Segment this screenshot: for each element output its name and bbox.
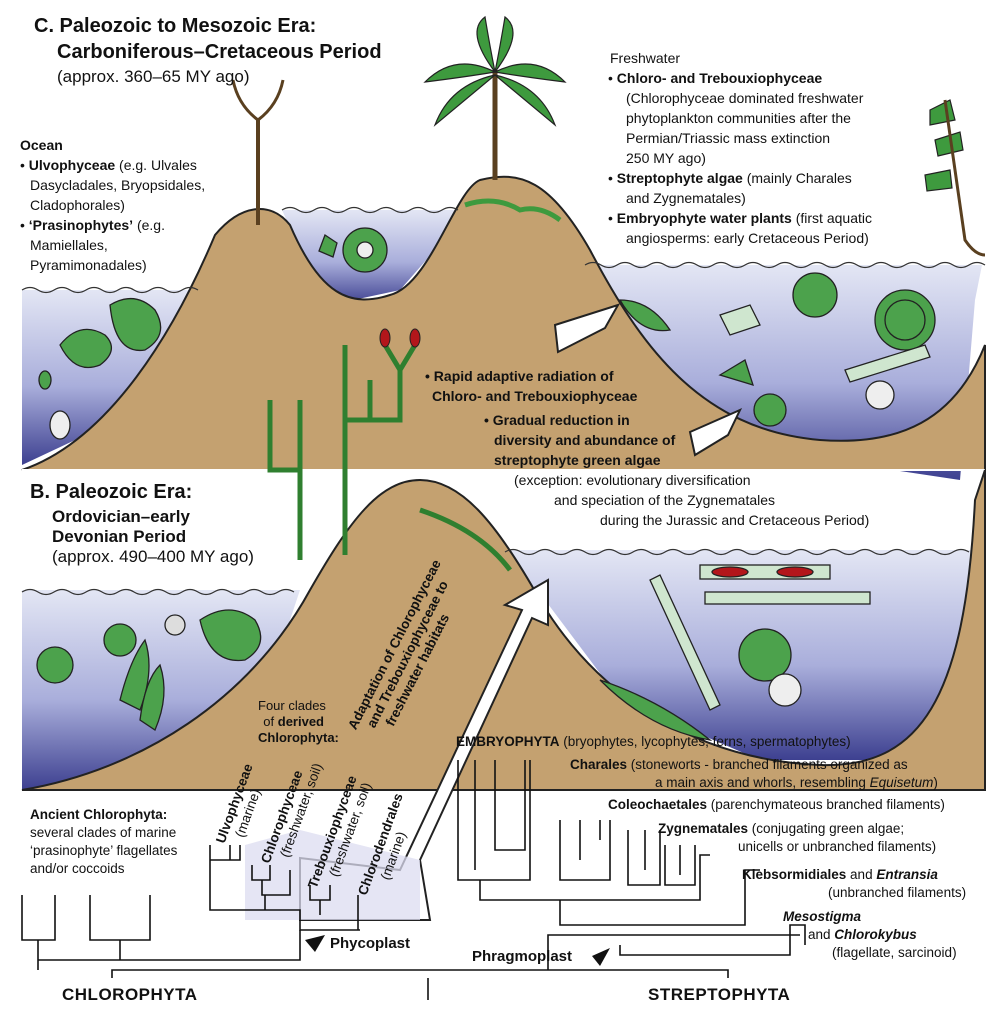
mesostigma-label: Mesostigma: [783, 909, 862, 924]
ocean-item-1-line-3: Cladophorales): [30, 197, 125, 213]
klebsormidiales-label: Klebsormidiales and Entransia: [742, 867, 938, 882]
freshwater-item-2: • Streptophyte algae (mainly Charales: [608, 170, 852, 186]
panel-c-period: Carboniferous–Cretaceous Period: [57, 41, 382, 63]
ocean-item-1: • Ulvophyceae (e.g. Ulvales: [20, 157, 197, 173]
panel-b-age: (approx. 490–400 MY ago): [52, 547, 254, 566]
ocean-item-2-line-2: Mamiellales,: [30, 237, 108, 253]
reduction-text-line-2: diversity and abundance of: [494, 432, 676, 448]
freshwater-item-2-line-2: and Zygnematales): [626, 190, 746, 206]
charales-label: Charales (stoneworts - branched filament…: [570, 757, 908, 772]
panel-b-period-1: Ordovician–early: [52, 507, 190, 526]
reduction-text-line-6: during the Jurassic and Cretaceous Perio…: [600, 512, 870, 528]
radiation-text: • Rapid adaptive radiation of: [425, 368, 614, 384]
ocean-item-1-line-2: Dasycladales, Bryopsidales,: [30, 177, 206, 193]
marker-arrows: [305, 935, 610, 966]
freshwater-item-3-line-2: angiosperms: early Cretaceous Period): [626, 230, 869, 246]
reduction-text-line-5: and speciation of the Zygnematales: [554, 492, 776, 508]
freshwater-item-1: • Chloro- and Trebouxiophyceae: [608, 70, 823, 86]
freshwater-item-1-line-2: (Chlorophyceae dominated freshwater: [626, 90, 864, 106]
ancient-chlorophyta-line-1: several clades of marine: [30, 825, 177, 840]
freshwater-item-1-line-3: phytoplankton communities after the: [626, 110, 851, 126]
zygnematales-label: Zygnematales (conjugating green algae;: [658, 821, 905, 836]
arrows: [553, 303, 743, 457]
zygnematales-label-line-2: unicells or unbranched filaments): [738, 839, 937, 854]
mesostigma-label-line-3: (flagellate, sarcinoid): [832, 945, 957, 960]
four-clades-label: Four clades of derived Chlorophyta:: [258, 698, 339, 745]
ocean-heading: Ocean: [20, 137, 63, 153]
panel-b-land: [21, 469, 986, 791]
freshwater-item-3: • Embryophyte water plants (first aquati…: [608, 210, 872, 226]
ancient-chlorophyta-line-3: and/or coccoids: [30, 861, 125, 876]
panel-b-period-2: Devonian Period: [52, 527, 187, 546]
panel-b-land-plants: [267, 343, 512, 572]
freshwater-item-1-line-5: 250 MY ago): [626, 150, 706, 166]
panel-c-title: C. Paleozoic to Mesozoic Era:: [34, 15, 317, 37]
reduction-text: • Gradual reduction in: [484, 412, 630, 428]
panel-c-land-plants: [231, 15, 986, 257]
panel-c-age: (approx. 360–65 MY ago): [57, 67, 250, 86]
ocean-item-2: • ‘Prasinophytes’ (e.g.: [20, 217, 165, 233]
radiation-text-line-2: Chloro- and Trebouxiophyceae: [432, 388, 638, 404]
ancient-chlorophyta-line-2: ‘prasinophyte’ flagellates: [30, 843, 178, 858]
phycoplast-label: Phycoplast: [330, 935, 411, 952]
chlorophyta-label: CHLOROPHYTA: [62, 985, 198, 1004]
panel-c-organisms: [38, 227, 936, 440]
panel-b-sporangia: [379, 328, 421, 348]
freshwater-item-1-line-4: Permian/Triassic mass extinction: [626, 130, 831, 146]
panel-b-organisms: [36, 564, 871, 742]
reduction-text-line-3: streptophyte green algae: [494, 452, 661, 468]
panel-c-land: [21, 175, 986, 471]
reduction-text-line-4: (exception: evolutionary diversification: [514, 472, 751, 488]
panel-c-waves: [21, 206, 986, 294]
clade-highlight: [245, 830, 420, 920]
phragmoplast-label: Phragmoplast: [472, 948, 573, 965]
charales-label-line-2: a main axis and whorls, resembling Equis…: [655, 775, 938, 790]
phylogeny-tree: [21, 760, 806, 1000]
ocean-item-2-line-3: Pyramimonadales): [30, 257, 147, 273]
freshwater-heading: Freshwater: [610, 50, 681, 66]
klebsormidiales-label-line-2: (unbranched filaments): [828, 885, 967, 900]
chlorokybus-label: and Chlorokybus: [808, 927, 917, 942]
embryophyta-label: EMBRYOPHYTA (bryophytes, lycophytes, fer…: [456, 734, 851, 749]
panel-b-waves: [21, 548, 970, 596]
streptophyta-label: STREPTOPHYTA: [648, 985, 791, 1004]
ancient-chlorophyta-title: Ancient Chlorophyta:: [30, 807, 168, 822]
coleochaetales-label: Coleochaetales (parenchymateous branched…: [608, 797, 945, 812]
panel-b-title: B. Paleozoic Era:: [30, 481, 193, 503]
